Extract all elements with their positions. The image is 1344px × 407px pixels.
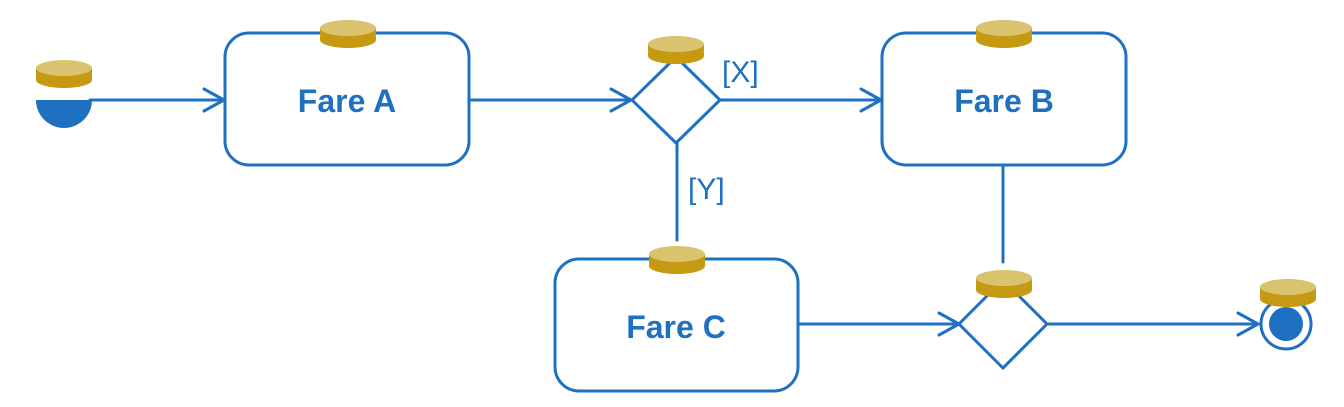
- edge-fare-c-to-merge: [795, 311, 961, 337]
- fare-a-label: Fare A: [298, 83, 396, 119]
- token-cylinder-icon-fare-a: [320, 20, 376, 48]
- token-cylinder-icon-merge: [976, 270, 1032, 298]
- action-fare-a[interactable]: Fare A: [223, 31, 471, 167]
- initial-node: [36, 100, 92, 128]
- token-cylinder-icon-decision: [648, 36, 704, 64]
- token-cylinder-icon-start: [36, 60, 92, 88]
- guard-y-label: [Y]: [688, 173, 725, 206]
- decision-node[interactable]: [629, 54, 723, 146]
- token-cylinder-icon-end: [1260, 279, 1316, 307]
- edge-start-to-fare-a: [88, 87, 226, 113]
- merge-node[interactable]: [956, 277, 1050, 371]
- fare-c-label: Fare C: [626, 309, 726, 345]
- edge-decision-to-fare-b: [718, 87, 883, 113]
- edge-fare-a-to-decision: [467, 87, 633, 113]
- guard-x-label: [X]: [722, 56, 759, 89]
- fare-b-label: Fare B: [954, 83, 1054, 119]
- token-cylinder-icon-fare-b: [976, 20, 1032, 48]
- action-fare-b[interactable]: Fare B: [880, 31, 1128, 167]
- edge-merge-to-end: [1045, 311, 1260, 337]
- token-cylinder-icon-fare-c: [649, 246, 705, 274]
- action-fare-c[interactable]: Fare C: [553, 257, 800, 393]
